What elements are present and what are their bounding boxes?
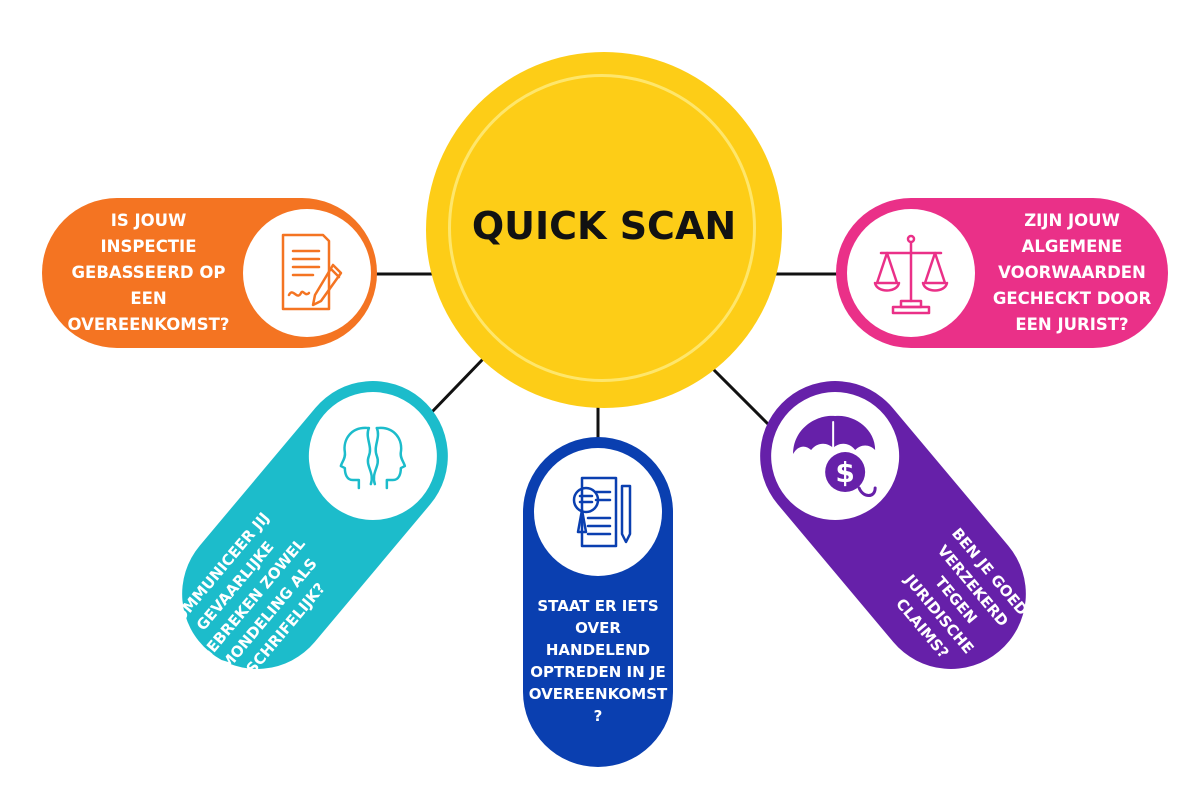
question-inspection-agreement: IS JOUW INSPECTIE GEBASSEERD OP EEN OVER… [42,198,377,348]
hub-inner-ring [448,74,756,382]
connector-lower-right [710,366,770,426]
scales-of-justice-icon [847,209,975,337]
quick-scan-hub: QUICK SCAN [426,52,782,408]
document-magnifier-icon [534,448,662,576]
svg-text:$: $ [835,456,854,489]
umbrella-dollar-icon: $ [744,365,926,547]
question-general-terms: ZIJN JOUW ALGEMENE VOORWAARDEN GECHECKT … [836,198,1168,348]
question-text: ZIJN JOUW ALGEMENE VOORWAARDEN GECHECKT … [992,211,1152,334]
question-communicate-defects: COMMUNICEER JIJ GEVAARLIJKE GEBREKEN ZOW… [151,350,479,700]
question-acting-in-agreement: STAAT ER IETS OVER HANDELEND OPTREDEN IN… [523,437,673,767]
contract-signature-icon [243,209,371,337]
hub-title: QUICK SCAN [471,204,737,248]
question-text: IS JOUW INSPECTIE GEBASSEERD OP EEN OVER… [67,211,230,334]
question-insured-legal-claims: $ BEN JE GOED VERZEKERD TEGEN JURIDISCHE… [729,350,1057,700]
connector-lower-left [428,356,486,416]
two-heads-icon [282,365,464,547]
question-text: STAAT ER IETS OVER HANDELEND OPTREDEN IN… [528,597,668,725]
